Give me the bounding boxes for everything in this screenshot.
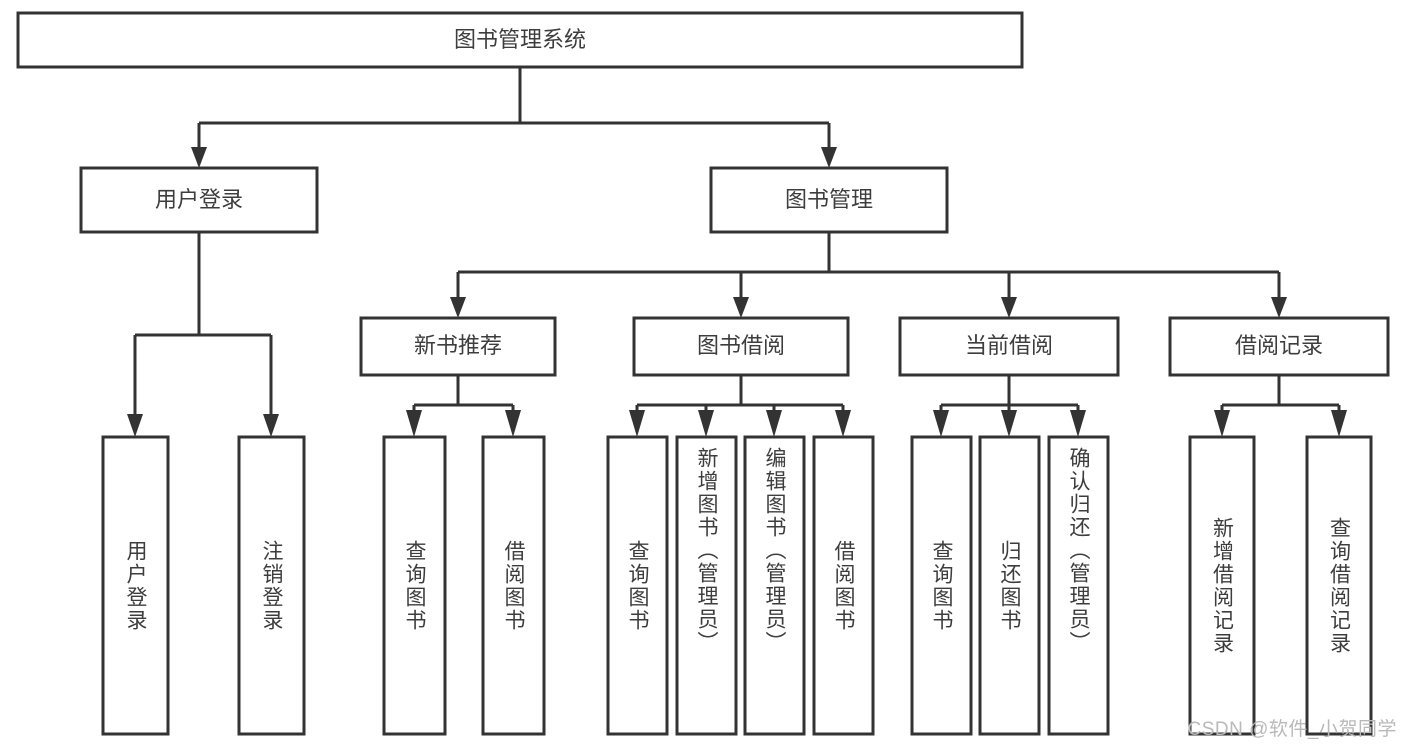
arrow-head-icon [263,414,279,437]
node-book-borrow[interactable]: 图书借阅 [632,316,850,377]
node-current-borrow-label: 当前借阅 [965,333,1053,358]
watermark-text: CSDN @软件_小贺同学 [1187,719,1397,740]
connector-borrowrecord-to-leaves [1214,375,1347,437]
node-leaf-add-record-box[interactable] [1188,435,1256,736]
arrow-head-icon [733,297,749,318]
arrow-head-icon [1001,410,1017,437]
node-user-login[interactable]: 用户登录 [79,166,319,234]
connector-userlogin-to-leaves [127,232,279,437]
arrow-head-icon [1214,410,1230,437]
arrow-head-icon [191,147,207,168]
node-leaf-borrow-book-1-box[interactable] [481,435,546,736]
arrow-head-icon [835,410,851,437]
arrow-head-icon [1001,297,1017,318]
node-leaf-borrow-book-2[interactable] [812,435,875,736]
arrow-head-icon [821,147,837,168]
node-book-manage[interactable]: 图书管理 [709,166,949,234]
node-leaf-query-book-2[interactable] [606,435,669,736]
node-leaf-borrow-book-1[interactable] [481,435,546,736]
arrow-head-icon [629,410,645,437]
node-leaf-user-login-box[interactable] [101,435,170,736]
arrow-head-icon [450,297,466,318]
connector-root-to-level2 [191,67,837,168]
node-leaf-return-book-box[interactable] [978,435,1041,736]
node-leaf-user-login[interactable] [101,435,170,736]
node-leaf-borrow-book-2-box[interactable] [812,435,875,736]
arrow-head-icon [698,410,714,437]
node-root[interactable]: 图书管理系统 [16,11,1024,69]
arrow-head-icon [1070,410,1086,437]
node-book-manage-box[interactable] [709,166,949,234]
node-leaf-add-book[interactable] [675,435,738,736]
connector-bookmanage-to-level3 [450,232,1287,318]
node-borrow-record-label: 借阅记录 [1235,333,1323,358]
node-leaf-confirm-return[interactable] [1047,435,1110,736]
arrow-head-icon [505,410,521,437]
node-leaf-query-book-2-box[interactable] [606,435,669,736]
node-leaf-query-book-3-box[interactable] [910,435,973,736]
node-book-borrow-label: 图书借阅 [697,333,785,358]
node-book-manage-label: 图书管理 [785,187,873,212]
connector-currentborrow-to-leaves [933,375,1086,437]
node-root-label: 图书管理系统 [454,27,586,52]
arrow-head-icon [1331,410,1347,437]
arrow-head-icon [127,414,143,437]
node-book-borrow-box[interactable] [632,316,850,377]
node-leaf-edit-book-box[interactable] [743,435,806,736]
node-leaf-query-record[interactable] [1305,435,1373,736]
node-new-book-recommend-label: 新书推荐 [414,333,502,358]
node-user-login-label: 用户登录 [155,187,243,212]
node-leaf-confirm-return-box[interactable] [1047,435,1110,736]
node-new-book-recommend-box[interactable] [359,316,557,377]
node-leaf-query-record-box[interactable] [1305,435,1373,736]
node-current-borrow-box[interactable] [898,316,1120,377]
node-root-box[interactable] [16,11,1024,69]
node-leaf-logout-login[interactable] [237,435,306,736]
node-current-borrow[interactable]: 当前借阅 [898,316,1120,377]
node-leaf-add-record[interactable] [1188,435,1256,736]
node-new-book-recommend[interactable]: 新书推荐 [359,316,557,377]
connector-newbook-to-leaves [406,375,521,437]
arrow-head-icon [1271,297,1287,318]
node-borrow-record-box[interactable] [1168,316,1390,377]
node-user-login-box[interactable] [79,166,319,234]
arrow-head-icon [933,410,949,437]
node-leaf-logout-login-box[interactable] [237,435,306,736]
node-borrow-record[interactable]: 借阅记录 [1168,316,1390,377]
node-leaf-add-book-box[interactable] [675,435,738,736]
node-leaf-return-book[interactable] [978,435,1041,736]
node-leaf-query-book-1-box[interactable] [382,435,447,736]
node-leaf-edit-book[interactable] [743,435,806,736]
arrow-head-icon [766,410,782,437]
node-leaf-query-book-1[interactable] [382,435,447,736]
arrow-head-icon [406,410,422,437]
connector-bookborrow-to-leaves [629,375,851,437]
node-leaf-query-book-3[interactable] [910,435,973,736]
